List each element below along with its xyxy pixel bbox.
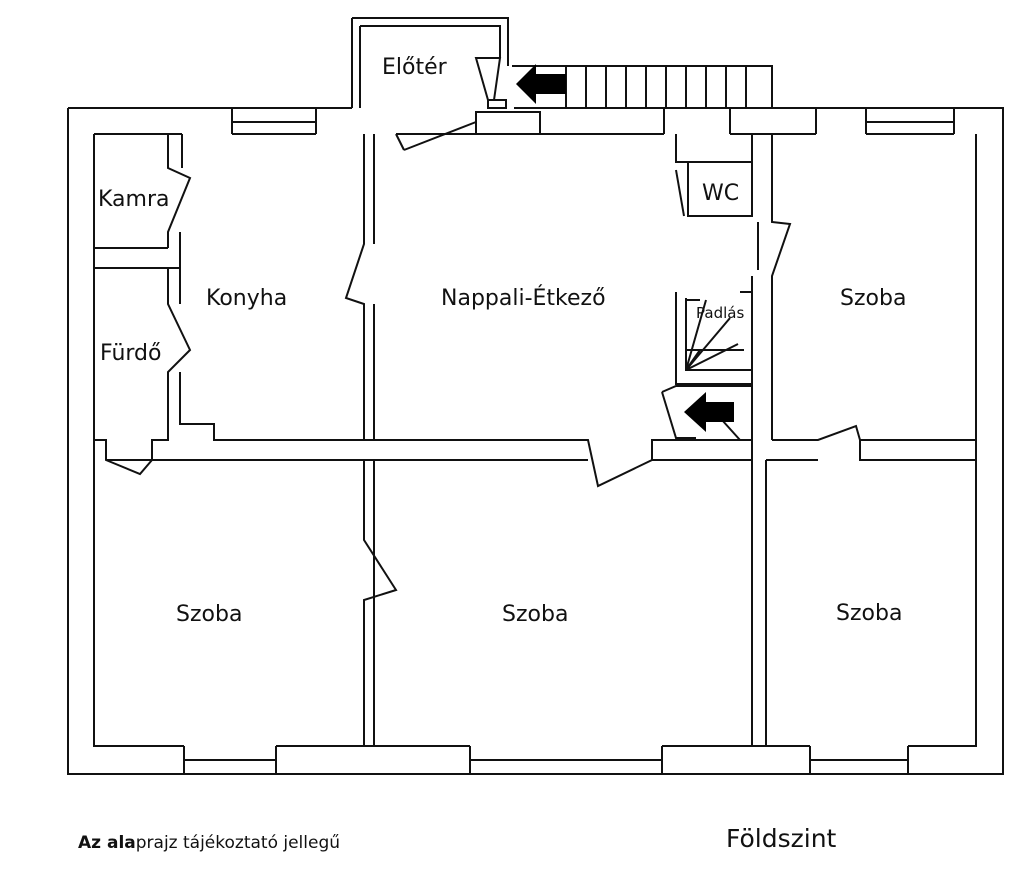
room-label-nappali: Nappali-Étkező [441,285,606,311]
room-label-szoba-sw: Szoba [176,602,242,627]
east-walls [766,424,976,461]
konyha-nappali-wall [344,134,375,440]
wc-walls [675,134,792,440]
disclaimer-rest: prajz tájékoztató jellegű [135,833,341,853]
room-label-wc: WC [702,181,739,206]
room-label-furdo: Fürdő [100,341,161,366]
floor-name: Földszint [726,824,837,853]
room-label-eloter: Előtér [382,55,448,80]
room-label-szoba-ne: Szoba [840,286,906,311]
padlas-stairs [661,291,753,441]
arrow-left-icon [516,64,566,104]
room-label-szoba-s: Szoba [502,602,568,627]
kamra-walls [94,134,192,269]
disclaimer-note: Az alaprajz tájékoztató jellegű [78,833,340,853]
central-wall [363,439,767,747]
arrow-left-icon [684,392,734,432]
disclaimer-bold: Az ala [78,833,136,853]
room-label-padlas: Padlás [696,304,744,322]
room-label-kamra: Kamra [98,187,169,212]
room-label-konyha: Konyha [206,286,287,311]
room-label-szoba-se: Szoba [836,601,902,626]
vestibule-walls [351,17,541,151]
furdo-konyha-walls [94,268,364,476]
